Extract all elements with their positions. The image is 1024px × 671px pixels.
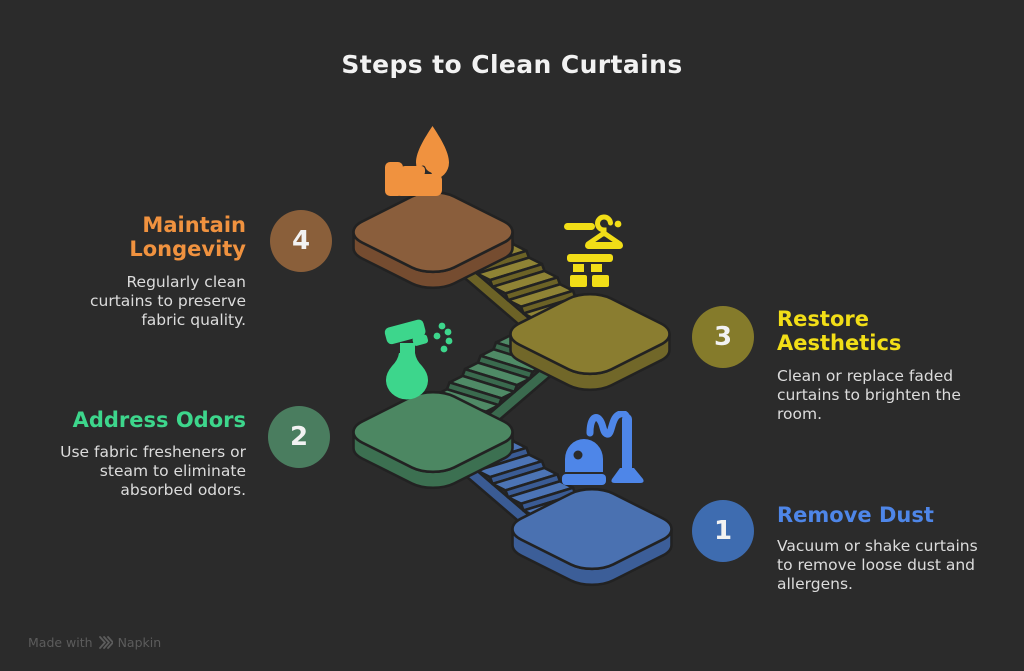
curtain-hanger-icon [564,214,623,287]
step-2-badge: 2 [268,406,330,468]
step-1-description: Vacuum or shake curtains to remove loose… [777,537,978,593]
step-2-description: Use fabric fresheners or steam to elimin… [60,443,246,499]
step-3-description: Clean or replace faded curtains to brigh… [777,367,961,423]
step-1-badge: 1 [692,500,754,562]
watermark-prefix: Made with [28,635,93,650]
step-3-heading: Restore Aesthetics [777,307,902,355]
step-4-description: Regularly clean curtains to preserve fab… [89,273,246,329]
vacuum-icon [562,411,644,485]
step-4-heading: Maintain Longevity [129,213,246,261]
page-title: Steps to Clean Curtains [341,50,683,79]
watermark: Made with Napkin [28,635,161,650]
hand-water-drop-icon [385,126,449,196]
step-2-heading: Address Odors [72,408,246,432]
step-3-badge: 3 [692,306,754,368]
napkin-logo-icon [98,636,113,649]
step-4-number: 4 [291,226,311,256]
step-4-badge: 4 [270,210,332,272]
step-3-number: 3 [713,322,733,352]
watermark-brand: Napkin [117,635,162,650]
step-1-number: 1 [713,516,733,546]
spray-bottle-icon [384,319,453,400]
step-1-heading: Remove Dust [777,503,934,527]
step-2-number: 2 [289,422,309,452]
